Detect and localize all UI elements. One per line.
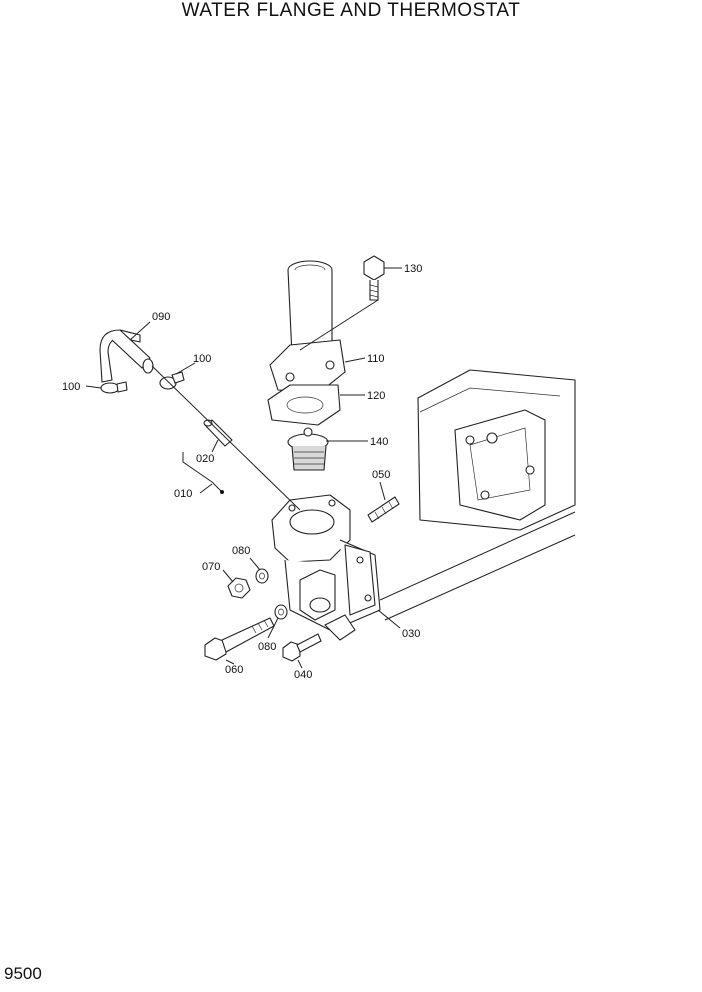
hose-clamp-right: [159, 371, 185, 390]
outlet-pipe: [269, 260, 346, 393]
bolt-130: [363, 255, 385, 301]
callout-120: 120: [367, 390, 385, 402]
page-number: 9500: [4, 964, 42, 983]
callout-060: 060: [225, 664, 243, 676]
water-flange-housing: [271, 494, 381, 641]
bolt-060: [204, 617, 275, 661]
callout-030: 030: [402, 628, 420, 640]
stud-050: [367, 496, 400, 523]
pipe-020: [203, 419, 233, 447]
callout-080-lower: 080: [258, 641, 276, 653]
callout-100-right: 100: [193, 353, 211, 365]
callout-010: 010: [174, 488, 192, 500]
callout-070: 070: [202, 561, 220, 573]
nut-070: [227, 577, 251, 599]
page-title: WATER FLANGE AND THERMOSTAT: [181, 0, 521, 21]
bolt-040: [282, 633, 322, 662]
gasket: [267, 384, 341, 426]
callout-100-left: 100: [62, 381, 80, 393]
washer-080-lower: [274, 604, 288, 620]
callout-080-upper: 080: [232, 545, 250, 557]
hose-090: [99, 329, 154, 383]
callout-040: 040: [294, 669, 312, 681]
hose-clamp-left: [100, 381, 128, 394]
thermostat: [287, 427, 329, 471]
callout-090: 090: [152, 311, 170, 323]
engine-block-outline: [379, 369, 576, 621]
leader-lines: [85, 267, 402, 669]
callout-110: 110: [367, 353, 385, 365]
callout-140: 140: [370, 436, 388, 448]
callout-050: 050: [372, 469, 390, 481]
washer-080-upper: [255, 568, 269, 584]
callout-020: 020: [196, 453, 214, 465]
callout-130: 130: [404, 263, 422, 275]
